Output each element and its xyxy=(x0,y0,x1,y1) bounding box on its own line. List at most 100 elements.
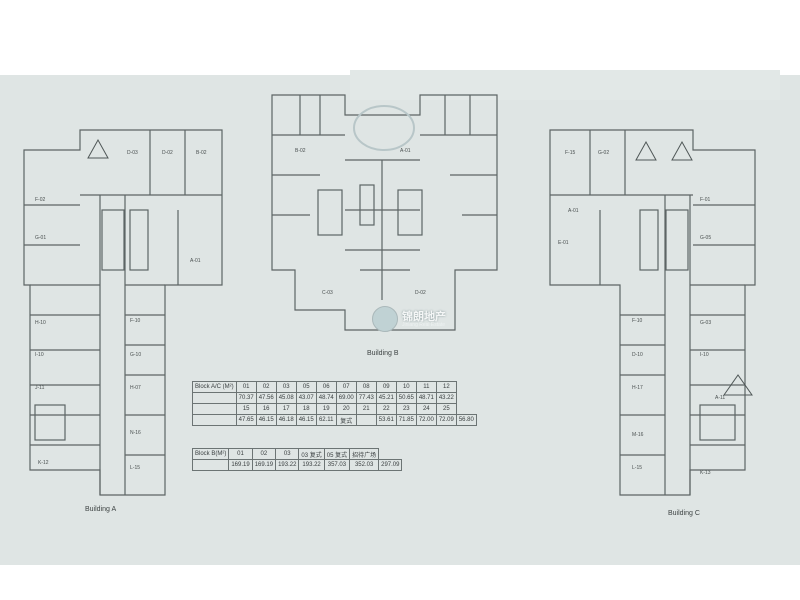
building-a-unit-label: D-02 xyxy=(162,150,173,156)
table-cell: 05 复式 xyxy=(323,448,351,460)
table-cell: 22 xyxy=(375,403,397,415)
table-cell: 01 xyxy=(228,448,253,460)
table-cell: 46.15 xyxy=(295,414,317,426)
building-c-unit-label: G-02 xyxy=(598,150,610,156)
building-c-caption: Building C xyxy=(668,510,700,517)
watermark-logo: 锦朗地产 Jinlang Real Estate xyxy=(372,306,492,332)
table-cell: 193.22 xyxy=(275,459,300,471)
table-cell: 19 xyxy=(315,403,337,415)
table-cell: 08 xyxy=(355,381,377,393)
table-cell xyxy=(192,392,237,404)
table-cell: 20 xyxy=(335,403,357,415)
table-cell: 72.09 xyxy=(435,414,457,426)
table-cell: 56.80 xyxy=(455,414,477,426)
table-cell: 09 xyxy=(375,381,397,393)
building-a-unit-label: H-10 xyxy=(35,320,46,326)
table-cell: 复式 xyxy=(335,414,357,426)
building-a-caption: Building A xyxy=(85,506,117,513)
building-a-unit-label: H-07 xyxy=(130,385,141,391)
building-c-unit-label: F-15 xyxy=(565,150,576,156)
building-a-unit-label: D-03 xyxy=(127,150,138,156)
building-a-unit-label: L-15 xyxy=(130,465,141,471)
table-cell xyxy=(192,414,237,426)
table-cell: 47.56 xyxy=(255,392,277,404)
building-a-unit-label: F-02 xyxy=(35,197,46,203)
building-b-unit-label: C-03 xyxy=(322,290,333,296)
building-b-unit-label: B-02 xyxy=(295,148,306,154)
building-c-unit-label: F-10 xyxy=(632,318,643,324)
floorplan-sheet xyxy=(0,75,800,565)
table-cell: 05 xyxy=(295,381,317,393)
table-cell: 43.07 xyxy=(295,392,317,404)
stamp-ring xyxy=(353,105,415,151)
table-cell: 招待广场 xyxy=(349,448,380,460)
table-cell xyxy=(355,414,377,426)
table-cell: 352.03 xyxy=(349,459,380,471)
building-c-unit-label: L-15 xyxy=(632,465,643,471)
building-c-unit-label: A-01 xyxy=(568,208,579,214)
building-a-unit-label: B-02 xyxy=(196,150,207,156)
table-cell: 07 xyxy=(335,381,357,393)
table-cell xyxy=(192,403,237,415)
building-a-unit-label: G-01 xyxy=(35,235,47,241)
building-a-unit-label: I-10 xyxy=(35,352,44,358)
table-cell: 77.43 xyxy=(355,392,377,404)
table-cell: 69.00 xyxy=(335,392,357,404)
building-c-unit-label: F-01 xyxy=(700,197,711,203)
table-cell: 11 xyxy=(415,381,437,393)
table-cell xyxy=(191,459,230,471)
table-cell: 21 xyxy=(355,403,377,415)
table-cell: 46.18 xyxy=(275,414,297,426)
table-cell: 46.15 xyxy=(255,414,277,426)
building-c-unit-label: H-17 xyxy=(632,385,643,391)
table-cell: 01 xyxy=(235,381,257,393)
table-cell: 25 xyxy=(435,403,457,415)
building-a-unit-label: K-12 xyxy=(38,460,49,466)
table-cell: 47.65 xyxy=(235,414,257,426)
table-cell: 03 xyxy=(275,448,300,460)
table-cell: 169.19 xyxy=(228,459,253,471)
table-cell: 02 xyxy=(255,381,277,393)
building-c-unit-label: G-03 xyxy=(700,320,712,326)
table-cell: 70.37 xyxy=(235,392,257,404)
table-cell: 03 xyxy=(275,381,297,393)
table-cell: 10 xyxy=(395,381,417,393)
logo-circle-icon xyxy=(372,306,398,332)
table-cell: 48.71 xyxy=(415,392,437,404)
table-cell: 15 xyxy=(235,403,257,415)
building-c-unit-label: G-05 xyxy=(700,235,712,241)
building-b-unit-label: A-01 xyxy=(400,148,411,154)
building-c-unit-label: D-10 xyxy=(632,352,643,358)
table-cell: 62.11 xyxy=(315,414,337,426)
table-cell: 53.61 xyxy=(375,414,397,426)
table-cell: 50.65 xyxy=(395,392,417,404)
building-c-unit-label: I-10 xyxy=(700,352,709,358)
table-cell: 357.03 xyxy=(323,459,351,471)
table-cell: 48.74 xyxy=(315,392,337,404)
table-cell: 18 xyxy=(295,403,317,415)
table-cell: 12 xyxy=(435,381,457,393)
building-b-caption: Building B xyxy=(367,350,399,357)
table-cell: 06 xyxy=(315,381,337,393)
building-b-outline xyxy=(271,94,498,331)
table-cell: 02 xyxy=(251,448,277,460)
building-c-unit-label: A-11 xyxy=(715,395,726,401)
building-c-unit-label: E-01 xyxy=(558,240,569,246)
table-cell: 169.19 xyxy=(251,459,277,471)
table-cell: 16 xyxy=(255,403,277,415)
table-cell: 23 xyxy=(395,403,417,415)
watermark-name: 锦朗地产 xyxy=(402,311,446,323)
table-cell: 45.08 xyxy=(275,392,297,404)
building-a-unit-label: N-16 xyxy=(130,430,141,436)
table-cell: 72.00 xyxy=(415,414,437,426)
table-cell: 03 复式 xyxy=(298,448,325,460)
